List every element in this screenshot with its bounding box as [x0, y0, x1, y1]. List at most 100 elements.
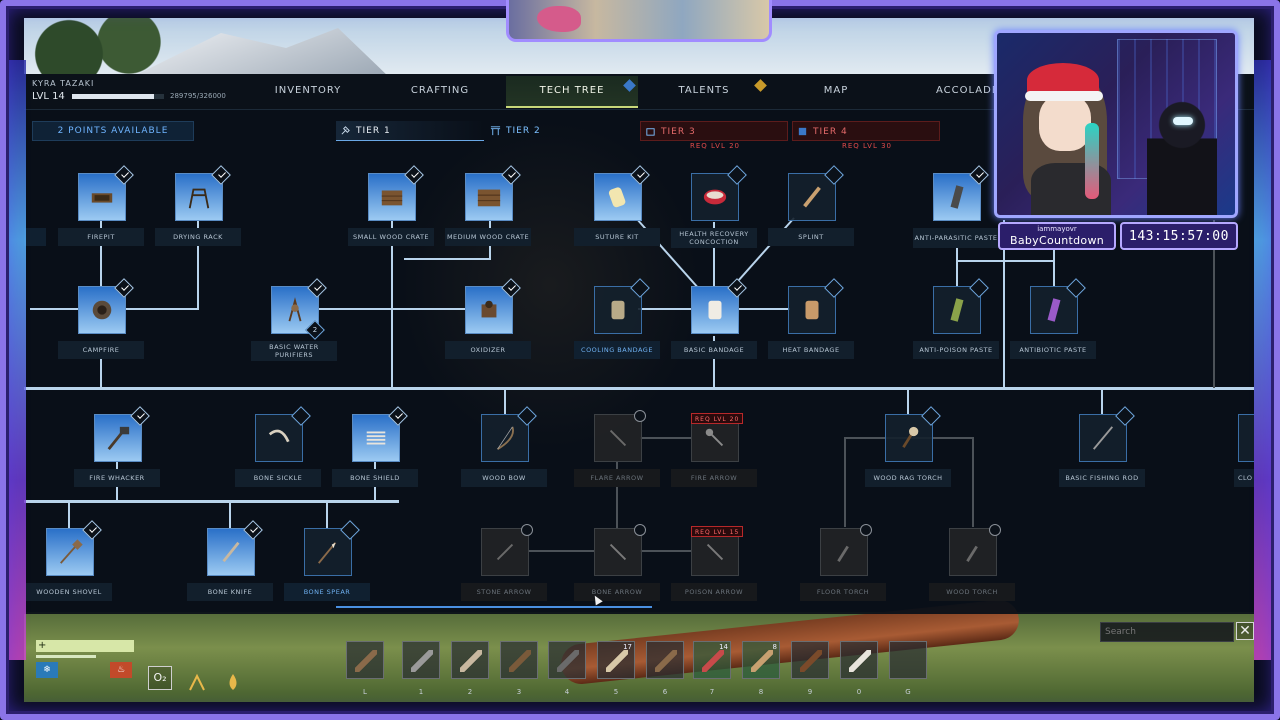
torch-icon	[902, 426, 919, 449]
sickle-icon	[268, 429, 290, 443]
hotbar-item-icon	[509, 650, 531, 672]
tech-node-drying-rack[interactable]	[175, 165, 231, 221]
hotbar-item-quantity: 14	[719, 643, 728, 651]
paste-tube-icon	[950, 298, 964, 322]
tech-node-antibiotic-paste[interactable]	[1030, 278, 1086, 334]
tab-tech-tree[interactable]: TECH TREE	[506, 76, 638, 108]
node-label-stone-arrow: STONE ARROW	[461, 583, 547, 601]
tech-node-stone-arrow[interactable]	[481, 524, 533, 576]
hotbar-slot-2[interactable]	[451, 641, 489, 679]
tech-node-wooden-shovel[interactable]	[46, 520, 102, 576]
hotbar-item-icon	[355, 650, 377, 672]
hotbar-slot-l[interactable]	[346, 641, 384, 679]
bandage-icon	[611, 300, 625, 320]
tech-node-basic-bandage[interactable]	[691, 278, 747, 334]
hotbar-key-label: 0	[856, 688, 862, 696]
stream-timer-tag: 143:15:57:00	[1120, 222, 1238, 250]
tech-node-basic-water-purifiers[interactable]: 2	[271, 278, 327, 340]
bow-icon	[497, 426, 514, 450]
tech-node-flare-arrow[interactable]	[594, 410, 646, 462]
xp-bar	[72, 94, 164, 99]
tech-node-partial-right[interactable]	[1238, 414, 1254, 462]
tech-node-wood-rag-torch[interactable]	[885, 406, 941, 462]
tech-node-splint[interactable]	[788, 165, 844, 221]
tech-node-heat-bandage[interactable]	[788, 278, 844, 334]
node-label-bone-arrow: BONE ARROW	[574, 583, 660, 601]
tier-2-tab[interactable]: TIER 2	[486, 121, 634, 141]
tech-node-health-recovery-concoction[interactable]	[691, 165, 747, 221]
tab-map[interactable]: MAP	[823, 85, 849, 96]
close-button[interactable]: ✕	[1236, 622, 1254, 640]
hotbar-item-icon	[460, 650, 482, 672]
tech-node-firepit[interactable]	[78, 165, 134, 221]
tech-node-bone-sickle[interactable]	[255, 406, 311, 462]
node-label-basic-fishing-rod: BASIC FISHING ROD	[1059, 469, 1145, 487]
tech-node-floor-torch[interactable]	[820, 524, 872, 576]
node-label-oxidizer: OXIDIZER	[445, 341, 531, 359]
tab-crafting[interactable]: CRAFTING	[410, 85, 470, 96]
knife-icon	[222, 541, 240, 563]
node-label-medium-wood-crate: MEDIUM WOOD CRATE	[445, 228, 531, 246]
hotbar-slot-0[interactable]	[840, 641, 878, 679]
horizontal-scroll-indicator[interactable]	[336, 606, 652, 608]
tech-node-bone-knife[interactable]	[207, 520, 263, 576]
tech-node-oxidizer[interactable]	[465, 278, 521, 334]
tech-node-bone-shield[interactable]	[352, 406, 408, 462]
hotbar-slot-g[interactable]	[889, 641, 927, 679]
arrow-icon	[705, 428, 724, 447]
countdown-timer: 143:15:57:00	[1129, 229, 1229, 244]
shield-icon	[366, 431, 386, 445]
hotbar-key-label: G	[905, 688, 911, 696]
tab-talents[interactable]: TALENTS	[678, 85, 730, 96]
points-available: 2 POINTS AVAILABLE	[32, 121, 194, 141]
node-label-anti-parasitic: ANTI-PARASITIC PASTE	[913, 228, 999, 248]
tech-node-cooling-bandage[interactable]	[594, 278, 650, 334]
hotbar-slot-1[interactable]	[402, 641, 440, 679]
hotbar-slot-9[interactable]	[791, 641, 829, 679]
hotbar-key-label: L	[363, 688, 367, 696]
tech-node-fire-whacker[interactable]	[94, 406, 150, 462]
poison-arrow-level-requirement: REQ LVL 15	[691, 526, 744, 537]
hotbar-slot-5[interactable]: 17	[597, 641, 635, 679]
oxidizer-icon	[481, 300, 497, 318]
vtuber-body	[1031, 163, 1111, 215]
tech-node-bone-spear[interactable]	[304, 520, 360, 576]
hotbar-slot-7[interactable]: 14	[693, 641, 731, 679]
tech-node-medium-wood-crate[interactable]	[465, 165, 521, 221]
tier-4-tab[interactable]: TIER 4	[792, 121, 940, 141]
tier-4-requirement: REQ LVL 30	[842, 142, 892, 150]
robot-visor	[1173, 117, 1193, 125]
hotbar-key-label: 8	[758, 688, 764, 696]
search-input[interactable]	[1100, 622, 1234, 642]
hotbar-slot-6[interactable]	[646, 641, 684, 679]
machine-icon	[798, 127, 807, 136]
lock-icon	[634, 524, 646, 536]
hotbar-item-icon	[655, 650, 677, 672]
hotbar-key-label: 4	[564, 688, 570, 696]
hotbar-slot-4[interactable]	[548, 641, 586, 679]
heat-status-icon: ♨	[110, 662, 132, 678]
tech-node-anti-parasitic-paste[interactable]	[933, 165, 989, 221]
tech-node-basic-fishing-rod[interactable]	[1079, 406, 1135, 462]
tier-3-tab[interactable]: TIER 3	[640, 121, 788, 141]
node-label-drying-rack: DRYING RACK	[155, 228, 241, 246]
hotbar-key-label: 6	[662, 688, 668, 696]
firepit-icon	[91, 193, 113, 203]
tier-1-tab[interactable]: TIER 1	[336, 121, 484, 141]
tech-node-suture-kit[interactable]	[594, 165, 650, 221]
tech-node-wood-bow[interactable]	[481, 406, 537, 462]
tech-node-bone-arrow[interactable]	[594, 524, 646, 576]
hotbar-item-icon	[411, 650, 433, 672]
tab-inventory[interactable]: INVENTORY	[274, 85, 342, 96]
paste-tube-icon	[950, 185, 964, 209]
tab-accolades[interactable]: ACCOLADES	[936, 85, 1007, 96]
hotbar-slot-3[interactable]	[500, 641, 538, 679]
stream-title: BabyCountdown	[1009, 234, 1105, 247]
hotbar-key-label: 1	[418, 688, 424, 696]
tech-node-anti-poison-paste[interactable]	[933, 278, 989, 334]
torch-icon	[837, 545, 849, 563]
tech-node-campfire[interactable]	[78, 278, 134, 334]
tech-node-small-wood-crate[interactable]	[368, 165, 424, 221]
hotbar-slot-8[interactable]: 8	[742, 641, 780, 679]
tech-node-wood-torch[interactable]	[949, 524, 1001, 576]
